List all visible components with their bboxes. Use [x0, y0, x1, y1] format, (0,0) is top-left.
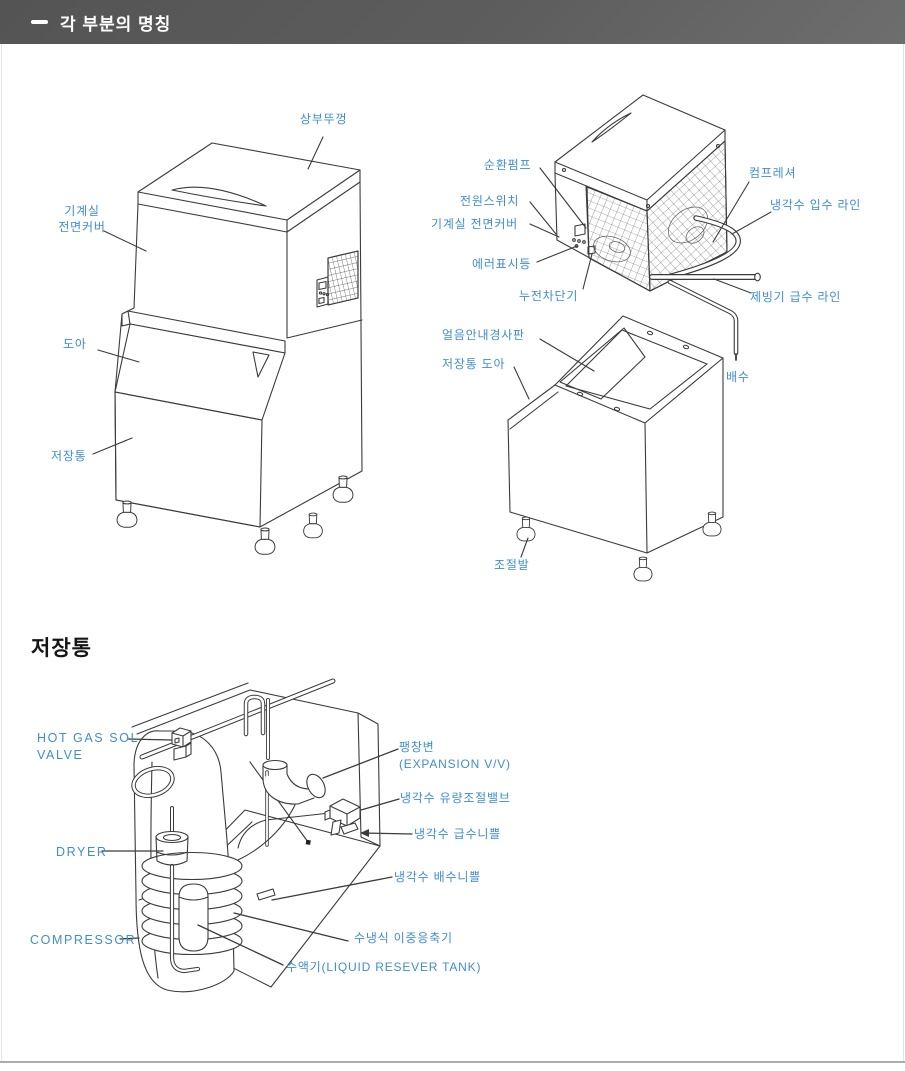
label-hot-gas-sol-valve-line1: HOT GAS SOL	[37, 731, 140, 745]
label-door: 도아	[63, 337, 87, 351]
label-expansion-valve-line2: (EXPANSION V/V)	[399, 757, 511, 771]
label-bin-door: 저장통 도아	[442, 357, 506, 371]
page-border-right	[903, 44, 904, 1062]
label-supply-nipple: 냉각수 급수니쁠	[414, 827, 502, 841]
label-dryer: DRYER	[56, 845, 108, 859]
label-compressor-en: COMPRESSOR	[30, 933, 137, 947]
section-header: 각 부분의 명칭	[0, 0, 905, 44]
storage-section-title: 저장통	[31, 637, 92, 660]
label-circulation-pump: 순환펌프	[484, 158, 532, 172]
label-storage-bin: 저장통	[51, 449, 87, 463]
dash-icon	[31, 20, 48, 24]
label-hot-gas-sol-valve-line2: VALVE	[37, 748, 84, 762]
label-adjust-foot: 조절발	[494, 558, 530, 572]
label-compressor-kr: 컴프레셔	[749, 166, 797, 180]
label-expansion-valve: 팽창변 (EXPANSION V/V)	[399, 739, 511, 773]
label-expansion-valve-line1: 팽창변	[399, 740, 435, 754]
label-machine-front-cover-line2: 전면커버	[58, 220, 106, 234]
label-ice-guide: 얼음안내경사판	[442, 328, 525, 342]
label-front-cover: 기계실 전면커버	[431, 217, 519, 231]
bottom-rule	[0, 1061, 905, 1063]
label-machine-front-cover-line1: 기계실	[64, 204, 100, 218]
label-breaker: 누전차단기	[519, 289, 579, 303]
label-receiver-tank: 수액기(LIQUID RESEVER TANK)	[286, 960, 482, 974]
label-drain-nipple: 냉각수 배수니쁠	[394, 870, 482, 884]
combined-unit-diagram	[92, 136, 363, 555]
machine-room-diagram	[101, 678, 413, 993]
label-cooling-water-inlet: 냉각수 입수 라인	[770, 198, 862, 212]
label-machine-front-cover: 기계실 전면커버	[50, 203, 114, 235]
label-flow-valve: 냉각수 유량조절밸브	[400, 791, 511, 805]
label-top-lid: 상부뚜껑	[300, 112, 348, 126]
machine-unit-diagram	[507, 94, 772, 582]
label-icemaker-supply: 제빙기 급수 라인	[750, 290, 842, 304]
page-title: 각 부분의 명칭	[60, 14, 172, 34]
page-border-left	[1, 44, 2, 1062]
label-hot-gas-sol-valve: HOT GAS SOL VALVE	[37, 730, 139, 764]
label-condenser: 수냉식 이중응축기	[354, 931, 453, 945]
label-error-lamp: 에러표시등	[472, 257, 532, 271]
label-drain: 배수	[726, 370, 750, 384]
label-power-switch: 전원스위치	[460, 194, 520, 208]
